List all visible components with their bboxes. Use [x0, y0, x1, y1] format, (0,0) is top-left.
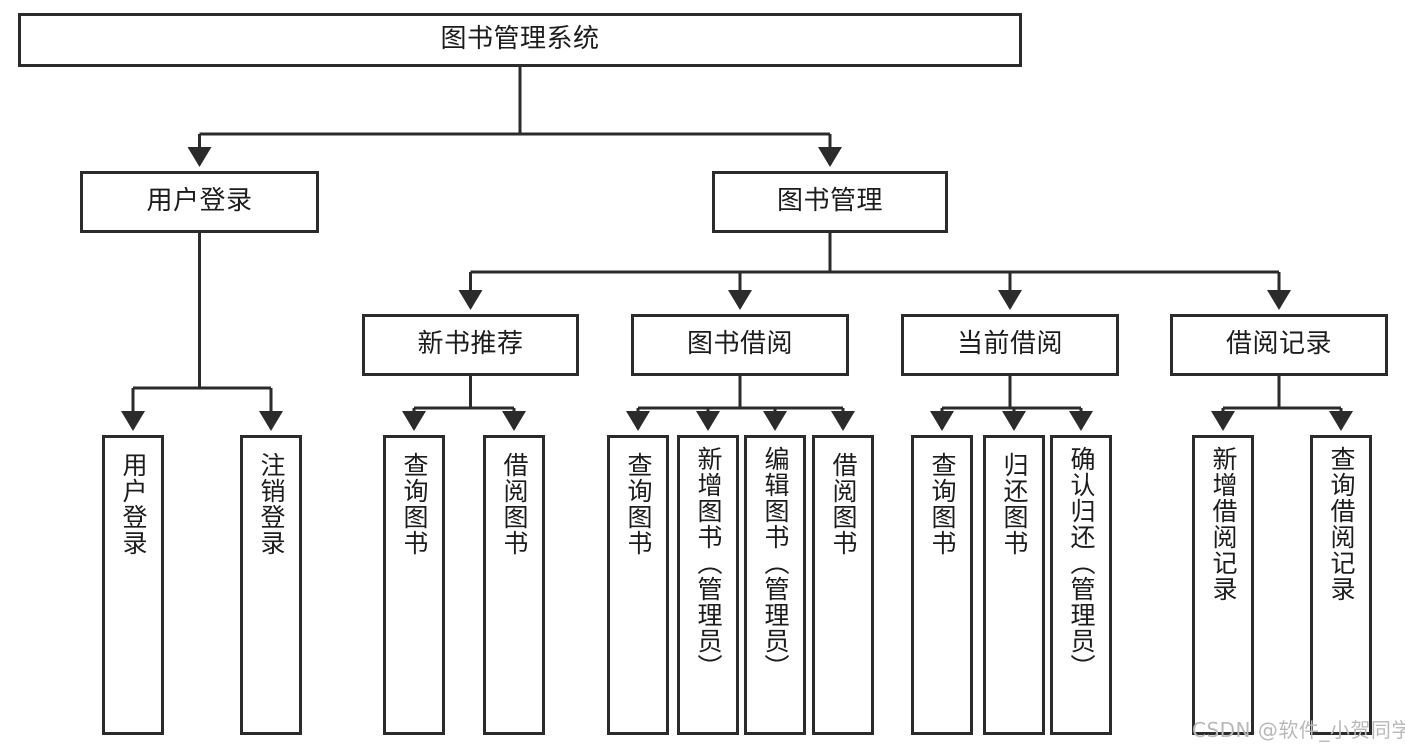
csdn-watermark: CSDN @软件_小贺同学	[1192, 718, 1405, 742]
node-leaf-6[interactable]: 编辑图书（管理员）	[744, 435, 806, 735]
node-leaf-11[interactable]: 新增借阅记录	[1192, 435, 1254, 735]
node-leaf-9-label: 归还图书	[1000, 452, 1029, 556]
node-level2-1[interactable]: 图书管理	[712, 171, 948, 233]
node-level3-0-label: 新书推荐	[417, 329, 524, 360]
node-level2-1-label: 图书管理	[776, 186, 883, 217]
node-leaf-2-label: 查询图书	[400, 452, 429, 556]
node-level3-1-label: 图书借阅	[686, 329, 793, 360]
node-leaf-4[interactable]: 查询图书	[607, 435, 669, 735]
node-leaf-10[interactable]: 确认归还（管理员）	[1050, 435, 1112, 735]
node-leaf-12[interactable]: 查询借阅记录	[1310, 435, 1372, 735]
node-leaf-8[interactable]: 查询图书	[911, 435, 973, 735]
node-leaf-7[interactable]: 借阅图书	[812, 435, 874, 735]
node-leaf-5[interactable]: 新增图书（管理员）	[677, 435, 739, 735]
node-level3-3[interactable]: 借阅记录	[1170, 314, 1388, 376]
node-leaf-2[interactable]: 查询图书	[383, 435, 445, 735]
node-leaf-11-label: 新增借阅记录	[1209, 446, 1238, 602]
node-root[interactable]: 图书管理系统	[18, 13, 1022, 67]
node-leaf-10-label: 确认归还（管理员）	[1067, 446, 1096, 680]
node-leaf-3[interactable]: 借阅图书	[483, 435, 545, 735]
node-leaf-8-label: 查询图书	[928, 452, 957, 556]
node-leaf-1-label: 注销登录	[257, 452, 286, 556]
node-level3-0[interactable]: 新书推荐	[362, 314, 579, 376]
node-leaf-4-label: 查询图书	[624, 452, 653, 556]
node-leaf-0[interactable]: 用户登录	[102, 435, 164, 735]
node-leaf-9[interactable]: 归还图书	[983, 435, 1045, 735]
node-leaf-5-label: 新增图书（管理员）	[694, 446, 723, 680]
node-level3-2-label: 当前借阅	[956, 329, 1063, 360]
node-leaf-3-label: 借阅图书	[500, 452, 529, 556]
node-root-label: 图书管理系统	[440, 24, 600, 55]
node-leaf-0-label: 用户登录	[119, 452, 148, 556]
node-level3-2[interactable]: 当前借阅	[901, 314, 1119, 376]
node-level3-3-label: 借阅记录	[1225, 329, 1332, 360]
node-leaf-1[interactable]: 注销登录	[240, 435, 302, 735]
node-level2-0[interactable]: 用户登录	[80, 171, 319, 233]
node-leaf-7-label: 借阅图书	[829, 452, 858, 556]
node-level2-0-label: 用户登录	[146, 186, 253, 217]
node-leaf-12-label: 查询借阅记录	[1327, 446, 1356, 602]
node-level3-1[interactable]: 图书借阅	[631, 314, 849, 376]
node-leaf-6-label: 编辑图书（管理员）	[761, 446, 790, 680]
